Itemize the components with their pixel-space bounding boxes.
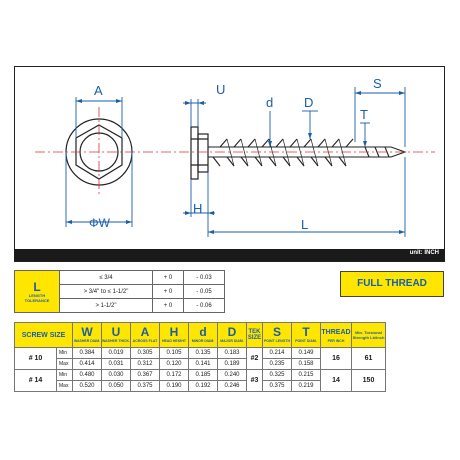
cell-d-minor: 0.135 — [188, 347, 218, 359]
tolerance-plus: + 0 — [152, 270, 184, 285]
length-tolerance-table: L LENGTH TOLERANCE ≤ 3/4 + 0 - 0.03 > 3/… — [14, 270, 225, 313]
unit-bar: unit: INCH — [14, 249, 445, 261]
tolerance-minus: - 0.05 — [183, 284, 225, 299]
cell-d-major: 0.183 — [217, 347, 247, 359]
cell-d-minor: 0.185 — [188, 369, 218, 381]
header-torsion: Min. Torsional Strength Lb/Inch — [351, 322, 386, 348]
cell-w: 0.414 — [72, 358, 102, 370]
dim-label-a: A — [94, 83, 103, 98]
tolerance-symbol-cell: L LENGTH TOLERANCE — [14, 270, 60, 313]
tolerance-minus: - 0.06 — [183, 298, 225, 313]
cell-d-minor: 0.192 — [188, 380, 218, 392]
header-screw-size: SCREW SIZE — [14, 322, 73, 348]
hex-side — [197, 133, 209, 173]
screw-drawing: A ΦW U H L S d D T — [14, 66, 445, 262]
table-row: Max 0.520 0.050 0.375 0.190 0.192 0.246 … — [15, 380, 386, 392]
min-max: Min — [56, 369, 73, 381]
cell-w: 0.480 — [72, 369, 102, 381]
dim-label-h: H — [193, 201, 202, 216]
cell-h: 0.172 — [159, 369, 189, 381]
min-max: Max — [56, 380, 73, 392]
cell-h: 0.105 — [159, 347, 189, 359]
cell-thread: 14 — [320, 369, 352, 392]
min-max: Min — [56, 347, 73, 359]
tolerance-minus: - 0.03 — [183, 270, 225, 285]
thread-lines — [212, 138, 354, 167]
cell-d-major: 0.246 — [217, 380, 247, 392]
screw-size: # 14 — [14, 369, 57, 392]
tolerance-sub1: LENGTH — [28, 292, 46, 298]
cell-torsion: 150 — [351, 369, 386, 392]
full-thread-badge: FULL THREAD — [340, 271, 444, 297]
dim-label-d-minor: d — [266, 95, 273, 110]
cell-w: 0.384 — [72, 347, 102, 359]
tolerance-range: ≤ 3/4 — [59, 270, 153, 285]
min-max: Max — [56, 358, 73, 370]
cell-t: 0.149 — [291, 347, 321, 359]
cell-s: 0.235 — [262, 358, 292, 370]
tolerance-symbol: L — [33, 279, 41, 294]
tolerance-sub2: TOLERANCE — [24, 297, 50, 303]
cell-s: 0.214 — [262, 347, 292, 359]
dim-label-w: ΦW — [89, 216, 111, 230]
cell-u: 0.019 — [101, 347, 131, 359]
cell-w: 0.520 — [72, 380, 102, 392]
cell-u: 0.031 — [101, 358, 131, 370]
cell-t: 0.158 — [291, 358, 321, 370]
cell-d-major: 0.240 — [217, 369, 247, 381]
screw-size: # 10 — [14, 347, 57, 370]
unit-label: unit: INCH — [409, 250, 439, 256]
tolerance-range: > 3/4" to ≤ 1-1/2" — [59, 284, 153, 299]
cell-a: 0.375 — [130, 380, 160, 392]
cell-d-minor: 0.141 — [188, 358, 218, 370]
tolerance-plus: + 0 — [152, 298, 184, 313]
washer-side — [190, 126, 199, 180]
cell-s: 0.325 — [262, 369, 292, 381]
cell-u: 0.030 — [101, 369, 131, 381]
table-row: # 10 Min 0.384 0.019 0.305 0.105 0.135 0… — [14, 347, 386, 370]
cell-a: 0.367 — [130, 369, 160, 381]
cell-s: 0.375 — [262, 380, 292, 392]
cell-u: 0.050 — [101, 380, 131, 392]
dim-label-s: S — [373, 76, 382, 91]
dim-label-t: T — [360, 107, 368, 122]
cell-thread: 16 — [320, 347, 352, 370]
dim-label-d-major: D — [304, 95, 313, 110]
cell-torsion: 61 — [351, 347, 386, 370]
cell-tek: #2 — [246, 347, 263, 370]
tolerance-range: > 1-1/2" — [59, 298, 153, 313]
dim-label-l: L — [301, 217, 308, 232]
cell-tek: #3 — [246, 369, 263, 392]
cell-h: 0.120 — [159, 358, 189, 370]
cell-a: 0.312 — [130, 358, 160, 370]
header-tek-size: TEK SIZE — [246, 322, 263, 348]
table-row: > 1-1/2" + 0 - 0.06 — [15, 298, 225, 313]
cell-t: 0.215 — [291, 369, 321, 381]
tolerance-plus: + 0 — [152, 284, 184, 299]
cell-t: 0.219 — [291, 380, 321, 392]
cell-d-major: 0.189 — [217, 358, 247, 370]
dim-label-u: U — [216, 82, 225, 97]
table-row: L LENGTH TOLERANCE ≤ 3/4 + 0 - 0.03 — [14, 270, 225, 313]
cell-h: 0.190 — [159, 380, 189, 392]
table-row: # 14 Min 0.480 0.030 0.367 0.172 0.185 0… — [14, 369, 386, 392]
cell-a: 0.305 — [130, 347, 160, 359]
